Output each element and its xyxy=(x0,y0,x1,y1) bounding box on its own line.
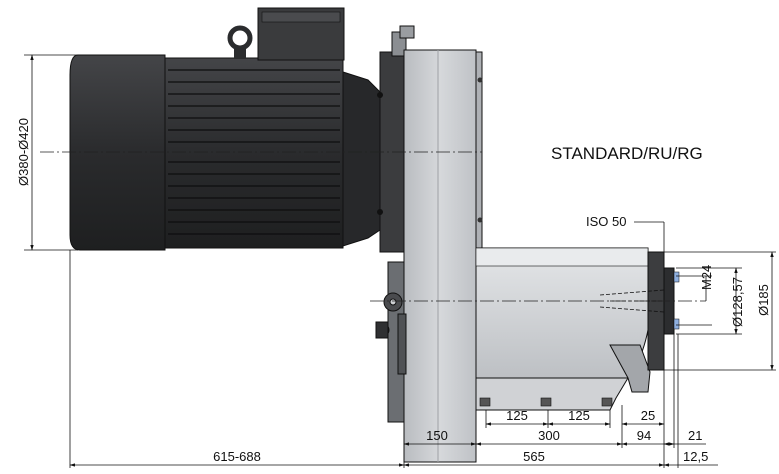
nose-step: 12,5 xyxy=(683,449,708,464)
overall-row: 615-688 565 12,5 xyxy=(69,449,718,467)
motor xyxy=(69,7,381,251)
flange-label: Ø185 xyxy=(756,284,771,316)
bore-dimension: Ø128,57 xyxy=(676,267,745,335)
motor-cooling-fins xyxy=(168,69,340,235)
slide-bed xyxy=(475,377,629,411)
drawing-title: STANDARD/RU/RG xyxy=(551,144,703,163)
thread-label: M24 xyxy=(699,265,714,290)
length-row: 150 300 94 21 xyxy=(403,428,706,446)
spindle-nose-length: 21 xyxy=(688,428,702,443)
motor-end-cap xyxy=(69,54,166,251)
motor-diameter-label: Ø380-Ø420 xyxy=(16,118,31,186)
overall-motor-length: 615-688 xyxy=(213,449,261,464)
thread-dimension: M24 xyxy=(676,265,714,326)
lifting-eye xyxy=(227,25,253,51)
motor-flange xyxy=(342,71,381,247)
motor-body xyxy=(164,57,344,249)
gearbox-width: 150 xyxy=(426,428,448,443)
gearbox-housing xyxy=(403,49,477,463)
gearbox xyxy=(375,25,483,463)
flange-dimension: Ø185 xyxy=(664,251,776,371)
hole-spacing-row: 125 125 25 xyxy=(485,408,665,426)
front-offset: 94 xyxy=(637,428,651,443)
iso-leader: ISO 50 xyxy=(586,214,665,252)
spindle-unit xyxy=(475,247,680,411)
hole-spacing-2: 125 xyxy=(568,408,590,423)
iso-label: ISO 50 xyxy=(586,214,626,229)
hole-spacing-1: 125 xyxy=(506,408,528,423)
hole-offset-end: 25 xyxy=(641,408,655,423)
slide-span: 300 xyxy=(538,428,560,443)
unit-length: 565 xyxy=(523,449,545,464)
bore-label: Ø128,57 xyxy=(730,277,745,327)
motor-diameter-dimension: Ø380-Ø420 xyxy=(16,54,78,251)
mounting-screws xyxy=(479,397,613,407)
